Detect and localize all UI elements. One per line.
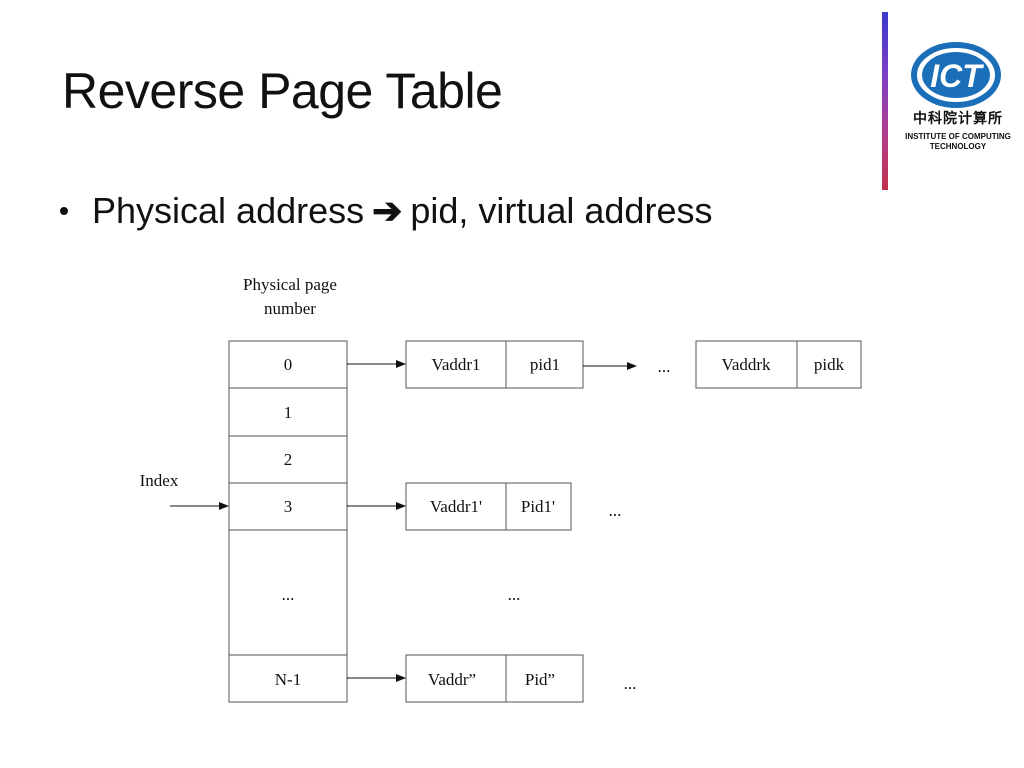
rowN-ellipsis: ...: [624, 674, 637, 693]
ict-logo-icon: ICT: [911, 42, 1001, 108]
rowN-vaddr: Vaddr”: [428, 670, 476, 689]
table-row-last: N-1: [275, 670, 301, 689]
bullet-item: Physical address ➔ pid, virtual address: [60, 190, 712, 232]
row3-vaddr: Vaddr1': [430, 497, 482, 516]
column-header-line-1: Physical page: [243, 275, 337, 294]
page-table: [228, 340, 348, 703]
row0-vaddr-k: Vaddrk: [721, 355, 771, 374]
table-row-ellipsis: ...: [282, 585, 295, 604]
row0-entry-box: [405, 340, 584, 389]
table-row-2: 2: [284, 450, 293, 469]
logo-line-1: INSTITUTE OF COMPUTING: [905, 132, 1011, 141]
table-row-0: 0: [284, 355, 293, 374]
rowN-pid: Pid”: [525, 670, 555, 689]
middle-ellipsis: ...: [508, 585, 521, 604]
rowN-entry-box: [405, 654, 584, 703]
bullet-text-suffix: pid, virtual address: [410, 190, 713, 231]
row3-pid: Pid1': [521, 497, 555, 516]
table-row-1: 1: [284, 403, 293, 422]
bullet-dot: [60, 207, 68, 215]
row0-ellipsis: ...: [658, 357, 671, 376]
row0-vaddr: Vaddr1: [431, 355, 480, 374]
right-arrow-icon: ➔: [372, 190, 403, 231]
logo-chinese-name: 中科院计算所: [913, 111, 1003, 127]
logo-mark: ICT: [930, 58, 984, 94]
row3-entry-box: [405, 482, 572, 531]
row0-entry-k-box: [695, 340, 862, 389]
bullet-text-prefix: Physical address: [92, 190, 365, 231]
row0-pid-k: pidk: [814, 355, 845, 374]
slide-title: Reverse Page Table: [62, 63, 503, 119]
logo-line-2: TECHNOLOGY: [929, 142, 987, 151]
table-row-3: 3: [284, 497, 293, 516]
row0-pid: pid1: [530, 355, 560, 374]
index-label: Index: [140, 471, 179, 490]
logo-accent-bar: [882, 12, 888, 190]
column-header-line-2: number: [264, 299, 316, 318]
row3-ellipsis: ...: [609, 501, 622, 520]
